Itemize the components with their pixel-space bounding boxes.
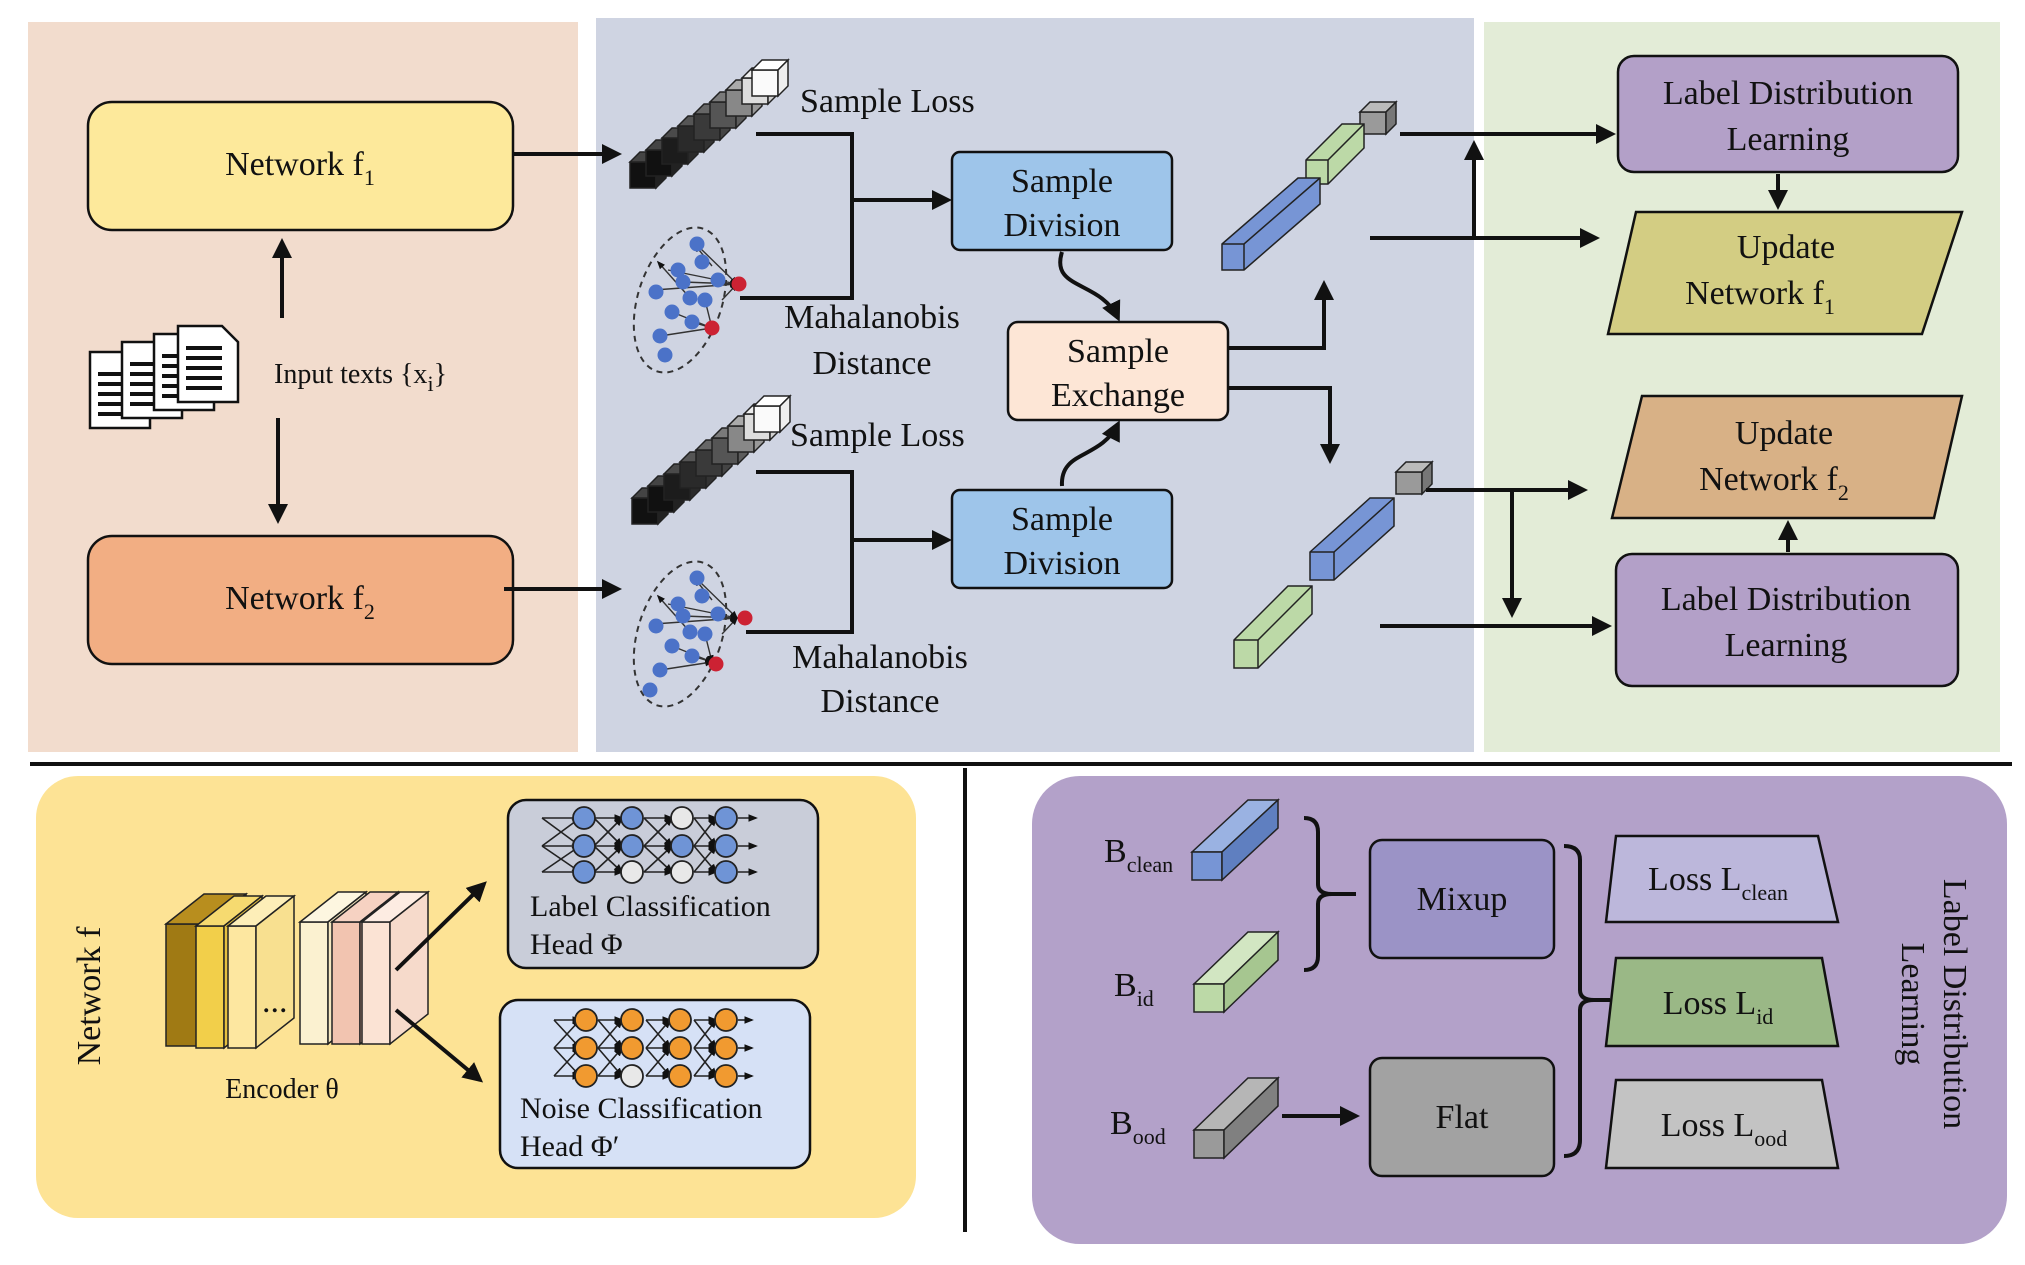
arrow-exchange-down [1228,386,1340,464]
bracket-2 [746,470,952,634]
loss-clean-label: Loss Lclean [1648,861,1788,905]
update-network-f1-box [1606,210,1964,336]
arrow-division2-to-exchange [1059,420,1120,487]
mahalanobis-cluster-2 [632,560,753,708]
sample-division-box-1 [950,150,1174,252]
documents-icon [88,324,240,430]
b-ood-label: Bood [1110,1105,1166,1149]
mixup-box [1368,838,1556,960]
network-f1-label: Network f1 [225,146,375,190]
cube-blue-bottom [1309,497,1395,581]
encoder-ellipsis: ... [262,983,288,1020]
encoder-layers [163,890,431,1050]
cube-b-ood [1192,1076,1280,1160]
loss-ood-box [1604,1078,1840,1170]
flat-box [1368,1056,1556,1178]
sample-exchange-box [1006,320,1230,422]
arrow-division1-to-exchange [1058,251,1121,322]
sample-loss-label-1: Sample Loss [800,83,975,120]
bracket-1 [740,132,952,300]
label-head-network-icon [541,806,758,884]
arrow-exchange-up [1228,280,1334,350]
mixup-label: Mixup [1417,881,1508,918]
loss-id-box [1604,956,1840,1048]
sample-loss-bars-2 [630,394,792,526]
ldl-box-1 [1616,54,1960,174]
cube-gray-top [1358,100,1398,136]
arrow-encoder-to-noise-head [394,1008,484,1083]
encoder-label: Encoder θ [225,1074,339,1105]
loss-clean-box [1604,834,1840,924]
network-f-title: Network f [71,926,108,1065]
flat-label: Flat [1436,1099,1489,1136]
b-clean-label: Bclean [1104,833,1173,877]
ldl-box-2 [1614,552,1960,688]
input-texts-label: Input texts {xi} [274,359,447,396]
network-f2-label: Network f2 [225,580,375,624]
network-f2-box [86,534,515,666]
update-network-f2-box [1610,394,1964,520]
loss-ood-label: Loss Lood [1661,1107,1788,1151]
cube-b-id [1192,930,1280,1014]
arrow-encoder-to-label-head [394,881,487,972]
sample-division-box-2 [950,488,1174,590]
cube-blue-top [1221,177,1321,271]
cube-b-clean [1190,798,1280,882]
cube-gray-bottom [1394,460,1434,496]
mahalanobis-cluster-1 [632,226,747,374]
noise-head-network-icon [553,1008,754,1088]
b-id-label: Bid [1114,967,1154,1011]
sample-loss-label-2: Sample Loss [790,417,965,454]
loss-id-label: Loss Lid [1663,985,1774,1029]
ldl-vertical-title: Label DistributionLearning [1894,879,1973,1129]
sample-loss-bars-1 [628,58,790,190]
network-f1-box [86,100,515,232]
cube-green-bottom [1233,585,1313,669]
